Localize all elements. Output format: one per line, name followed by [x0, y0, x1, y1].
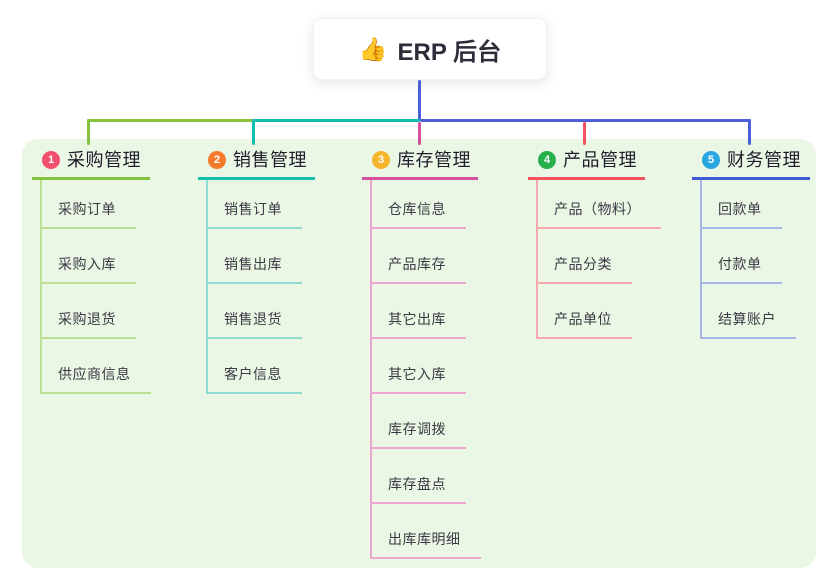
child-node[interactable]: 客户信息 — [208, 339, 302, 394]
connector-hline-green — [87, 119, 254, 122]
child-node[interactable]: 付款单 — [702, 229, 782, 284]
branch-node-finance[interactable]: 5 财务管理 — [692, 147, 810, 180]
branch-node-inventory[interactable]: 3 库存管理 — [362, 147, 478, 180]
branch-node-sales[interactable]: 2 销售管理 — [198, 147, 315, 180]
connector-drop-branch1 — [87, 119, 90, 145]
badge-number-4: 4 — [538, 151, 556, 169]
connector-drop-branch2 — [252, 119, 255, 145]
branch-label: 财务管理 — [727, 150, 801, 170]
branch-children-inventory: 仓库信息产品库存其它出库其它入库库存调拨库存盘点出库库明细 — [370, 180, 481, 559]
child-node[interactable]: 产品（物料） — [538, 180, 661, 229]
child-node[interactable]: 销售退货 — [208, 284, 302, 339]
child-node[interactable]: 仓库信息 — [372, 180, 466, 229]
connector-hline-blue — [420, 119, 751, 122]
connector-drop-branch4 — [583, 122, 586, 145]
connector-hline-teal — [253, 119, 420, 122]
child-node[interactable]: 回款单 — [702, 180, 782, 229]
branch-label: 库存管理 — [397, 150, 471, 170]
connector-drop-branch3 — [418, 122, 421, 145]
child-node[interactable]: 库存调拨 — [372, 394, 466, 449]
child-node[interactable]: 产品库存 — [372, 229, 466, 284]
branch-children-finance: 回款单付款单结算账户 — [700, 180, 810, 339]
branch-children-sales: 销售订单销售出库销售退货客户信息 — [206, 180, 315, 394]
child-node[interactable]: 其它入库 — [372, 339, 466, 394]
badge-number-1: 1 — [42, 151, 60, 169]
branch-label: 产品管理 — [563, 150, 637, 170]
child-node[interactable]: 库存盘点 — [372, 449, 466, 504]
branch-node-purchase[interactable]: 1 采购管理 — [32, 147, 150, 180]
branch-product-management: 4 产品管理 产品（物料）产品分类产品单位 — [528, 147, 661, 339]
branch-sales-management: 2 销售管理 销售订单销售出库销售退货客户信息 — [198, 147, 315, 394]
badge-number-5: 5 — [702, 151, 720, 169]
child-node[interactable]: 产品单位 — [538, 284, 632, 339]
connector-root-drop — [418, 80, 421, 120]
branch-label: 采购管理 — [67, 150, 141, 170]
branch-node-product[interactable]: 4 产品管理 — [528, 147, 645, 180]
child-node[interactable]: 出库库明细 — [372, 504, 481, 559]
branch-finance-management: 5 财务管理 回款单付款单结算账户 — [692, 147, 810, 339]
badge-number-3: 3 — [372, 151, 390, 169]
child-node[interactable]: 结算账户 — [702, 284, 796, 339]
child-node[interactable]: 销售出库 — [208, 229, 302, 284]
branch-label: 销售管理 — [233, 150, 307, 170]
child-node[interactable]: 产品分类 — [538, 229, 632, 284]
root-title: ERP 后台 — [397, 38, 502, 66]
child-node[interactable]: 采购订单 — [42, 180, 136, 229]
branch-inventory-management: 3 库存管理 仓库信息产品库存其它出库其它入库库存调拨库存盘点出库库明细 — [362, 147, 481, 559]
branch-children-purchase: 采购订单采购入库采购退货供应商信息 — [40, 180, 151, 394]
child-node[interactable]: 其它出库 — [372, 284, 466, 339]
root-node-erp-backend[interactable]: 👍 ERP 后台 — [313, 18, 547, 80]
badge-number-2: 2 — [208, 151, 226, 169]
connector-drop-branch5 — [748, 119, 751, 145]
mindmap-background-panel — [22, 139, 816, 568]
child-node[interactable]: 采购退货 — [42, 284, 136, 339]
branch-purchase-management: 1 采购管理 采购订单采购入库采购退货供应商信息 — [32, 147, 151, 394]
branch-children-product: 产品（物料）产品分类产品单位 — [536, 180, 661, 339]
child-node[interactable]: 采购入库 — [42, 229, 136, 284]
child-node[interactable]: 供应商信息 — [42, 339, 151, 394]
child-node[interactable]: 销售订单 — [208, 180, 302, 229]
thumbs-up-icon: 👍 — [358, 35, 388, 62]
